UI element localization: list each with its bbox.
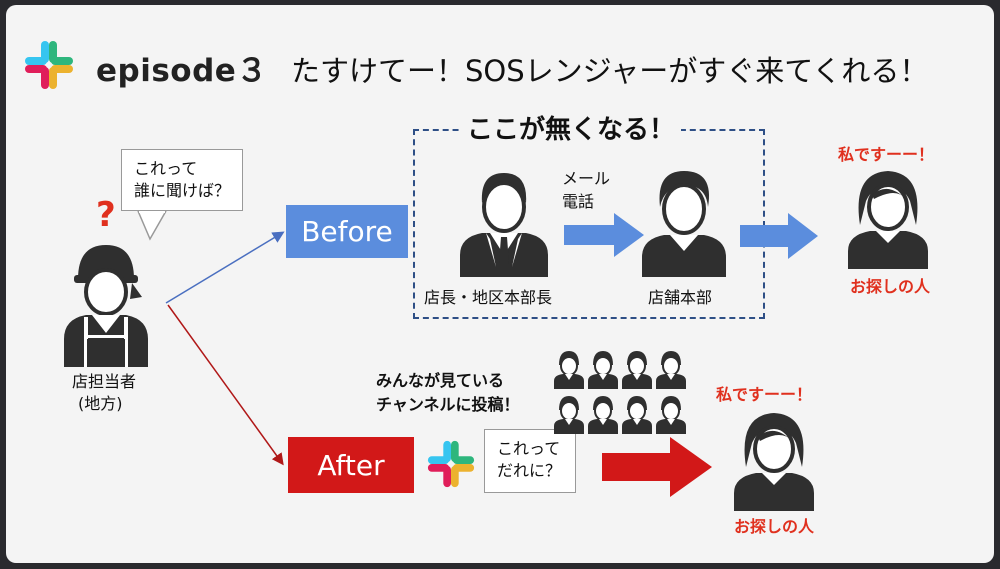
after-target-callout: 私ですーー！ — [716, 385, 813, 404]
before-connector — [165, 231, 285, 304]
arrow-right-icon — [602, 437, 712, 497]
member-person-icon — [554, 351, 584, 389]
episode-label: episode３ — [96, 53, 268, 89]
before-label-box: Before — [286, 205, 408, 258]
manager-label: 店長・地区本部長 — [424, 288, 553, 307]
slack-logo-icon — [427, 440, 475, 488]
slide: episode３ たすけてー！SOSレンジャーがすぐ来てくれる！ これって 誰に… — [6, 5, 994, 563]
store-staff-label-2: (地方) — [78, 394, 123, 413]
page-title: たすけてー！SOSレンジャーがすぐ来てくれる！ — [291, 54, 929, 88]
bubble-line-2: 誰に聞けば？ — [134, 181, 231, 200]
arrow-right-icon — [564, 213, 644, 257]
member-person-icon — [622, 351, 652, 389]
after-bubble-line-2: だれに？ — [497, 461, 562, 480]
store-staff-label-1: 店担当者 — [72, 372, 137, 391]
member-person-icon — [622, 396, 652, 434]
post-label-1: みんなが見ている — [376, 371, 505, 390]
bubble-tail — [137, 211, 167, 241]
after-label-box: After — [288, 437, 414, 493]
target-person-icon — [734, 413, 814, 511]
bubble-line-1: これって — [134, 159, 198, 178]
removed-region-title: ここが無くなる！ — [461, 109, 682, 146]
before-target-label: お探しの人 — [850, 277, 931, 296]
channel-label-2: 電話 — [562, 192, 595, 211]
after-question-bubble: これって だれに？ — [484, 429, 576, 493]
slack-logo-icon — [25, 41, 73, 89]
member-person-icon — [588, 351, 618, 389]
hq-person-icon — [642, 171, 726, 277]
member-person-icon — [656, 396, 686, 434]
question-mark: ? — [96, 195, 116, 235]
post-label-2: チャンネルに投稿！ — [376, 395, 520, 414]
after-target-label: お探しの人 — [734, 517, 815, 536]
connector-lines — [165, 231, 285, 466]
question-bubble: これって 誰に聞けば？ — [121, 149, 244, 211]
member-person-icon — [656, 351, 686, 389]
after-bubble-line-1: これって — [497, 439, 561, 458]
store-staff-person-icon — [64, 245, 148, 367]
member-person-icon — [554, 396, 584, 434]
businessman-icon — [460, 173, 548, 277]
before-target-callout: 私ですーー！ — [838, 145, 935, 164]
after-connector — [167, 304, 284, 466]
target-person-icon — [848, 171, 928, 269]
channel-members-grid — [553, 349, 689, 435]
arrow-right-icon — [740, 213, 818, 259]
channel-label-1: メール — [562, 169, 611, 188]
hq-label: 店舗本部 — [648, 288, 713, 307]
member-person-icon — [588, 396, 618, 434]
